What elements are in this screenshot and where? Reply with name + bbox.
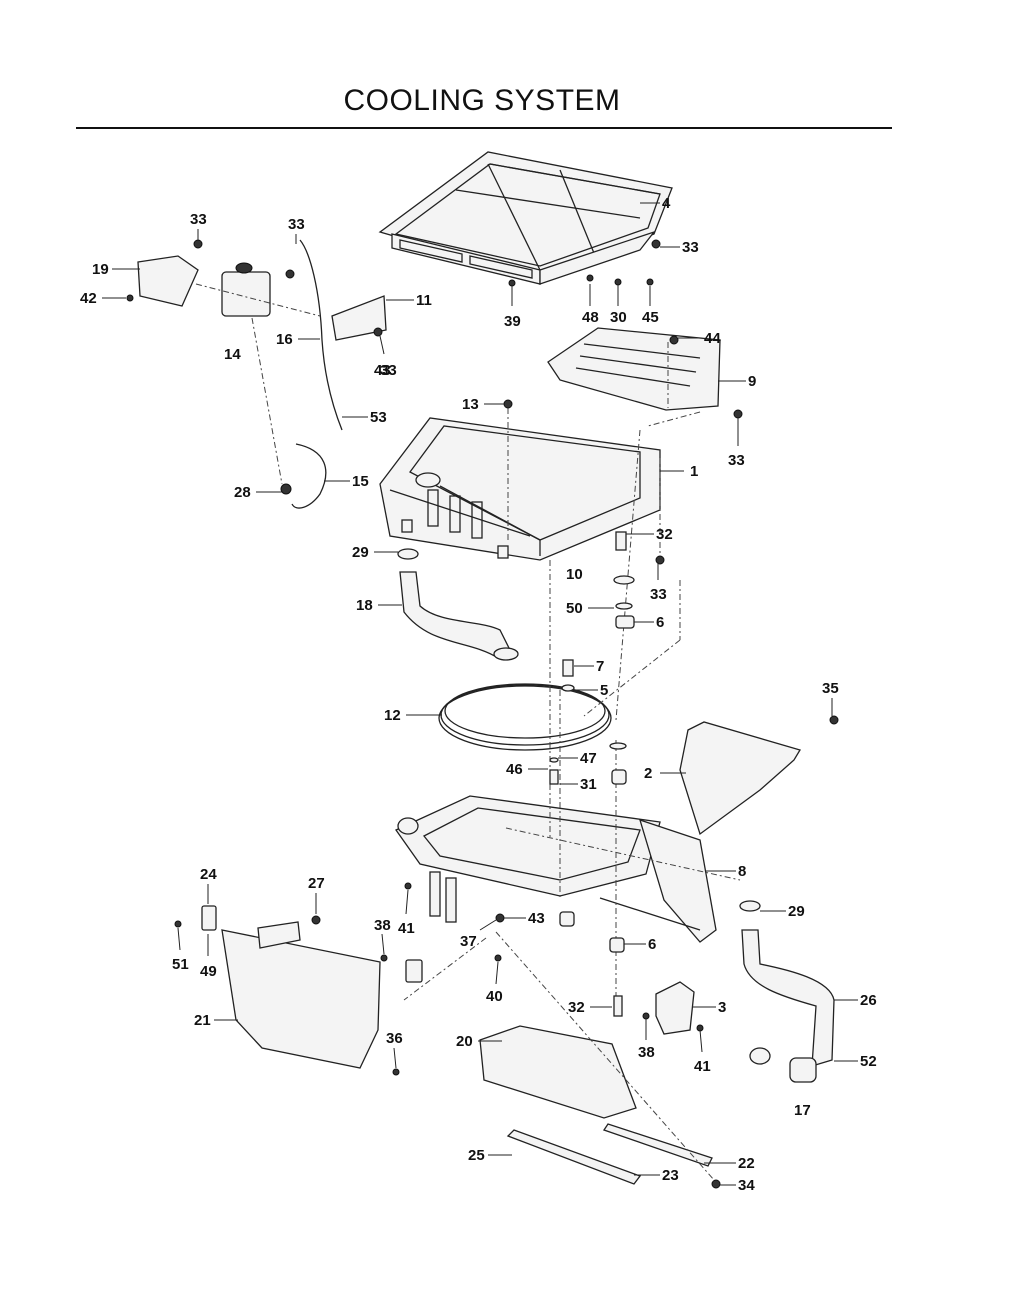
part-latch	[201, 905, 423, 983]
callout-label-19: 19	[92, 261, 109, 278]
part-hose-coupler	[789, 1057, 817, 1083]
leader-line-37	[479, 919, 497, 931]
leader-line-38	[381, 933, 385, 955]
callout-label-46: 46	[506, 761, 523, 778]
part-plate	[331, 295, 387, 341]
callout-label-49: 49	[200, 963, 217, 980]
leader-line-40	[495, 961, 499, 985]
callout-label-30: 30	[610, 309, 627, 326]
callout-label-6-2: 6	[648, 936, 656, 953]
part-radiator-hose	[741, 929, 835, 1067]
callout-label-1: 1	[690, 463, 698, 480]
callout-label-27: 27	[308, 875, 325, 892]
callout-label-16: 16	[276, 331, 293, 348]
leader-line-51	[177, 927, 181, 951]
callout-label-40: 40	[486, 988, 503, 1005]
callout-label-5: 5	[600, 682, 608, 699]
callout-label-6: 6	[656, 614, 664, 631]
callout-label-18: 18	[356, 597, 373, 614]
callout-label-13: 13	[462, 396, 479, 413]
callout-label-32-2: 32	[568, 999, 585, 1016]
leader-line-41	[405, 889, 409, 915]
callout-label-41-2: 41	[694, 1058, 711, 1075]
callout-label-37: 37	[460, 933, 477, 950]
callout-label-29: 29	[352, 544, 369, 561]
part-radiator	[379, 417, 661, 561]
callout-label-25: 25	[468, 1147, 485, 1164]
callout-label-15: 15	[352, 473, 369, 490]
callout-label-8: 8	[738, 863, 746, 880]
callout-label-39: 39	[504, 313, 521, 330]
callout-label-36: 36	[386, 1030, 403, 1047]
part-fan-shroud	[438, 683, 612, 751]
callout-label-14: 14	[224, 346, 241, 363]
callout-label-3: 3	[718, 999, 726, 1016]
part-overflow-hose	[299, 239, 343, 431]
part-mount-bracket	[547, 327, 721, 411]
callout-label-45: 45	[642, 309, 659, 326]
part-tank-bracket	[137, 255, 199, 307]
callout-label-48: 48	[582, 309, 599, 326]
callout-label-43-2: 43	[528, 910, 545, 927]
callout-label-33-6: 33	[380, 362, 397, 379]
callout-label-43: 43	[374, 362, 391, 379]
part-coolant-tank	[221, 262, 271, 317]
callout-label-7: 7	[596, 658, 604, 675]
part-frame	[395, 795, 717, 943]
callout-label-47: 47	[580, 750, 597, 767]
callout-label-33-3: 33	[682, 239, 699, 256]
callout-label-34: 34	[738, 1177, 755, 1194]
callout-label-11: 11	[416, 292, 432, 309]
callout-label-33-4: 33	[728, 452, 745, 469]
callout-label-52: 52	[860, 1053, 877, 1070]
callout-label-4: 4	[662, 195, 671, 212]
callout-label-31: 31	[580, 776, 597, 793]
callout-label-44: 44	[704, 330, 721, 347]
title-rule	[76, 127, 892, 129]
callout-label-42: 42	[80, 290, 97, 307]
callout-label-10: 10	[566, 566, 583, 583]
leader-line-41-2	[699, 1029, 703, 1053]
leader-line-33-6	[379, 335, 385, 355]
callout-label-2: 2	[644, 765, 652, 782]
leader-line-36	[393, 1047, 397, 1069]
callout-label-29-2: 29	[788, 903, 805, 920]
callout-label-53: 53	[370, 409, 387, 426]
callout-label-33: 33	[190, 211, 207, 228]
part-hose	[291, 443, 327, 509]
callout-label-9: 9	[748, 373, 756, 390]
part-top-screen	[378, 151, 673, 285]
part-side-shield	[679, 721, 801, 836]
callout-label-50: 50	[566, 600, 583, 617]
callout-label-22: 22	[738, 1155, 755, 1172]
callout-label-24: 24	[200, 866, 217, 883]
callout-layer: 1234566789101112131415161718192021222324…	[80, 195, 877, 1194]
part-side-panel	[221, 921, 381, 1069]
callout-label-21: 21	[194, 1012, 211, 1029]
callout-label-26: 26	[860, 992, 877, 1009]
callout-label-20: 20	[456, 1033, 473, 1050]
callout-label-23: 23	[662, 1167, 679, 1184]
callout-label-41: 41	[398, 920, 415, 937]
part-module-box	[655, 981, 695, 1035]
callout-label-35: 35	[822, 680, 839, 697]
callout-label-28: 28	[234, 484, 251, 501]
callout-label-51: 51	[172, 956, 189, 973]
page-title: COOLING SYSTEM	[343, 84, 621, 117]
callout-label-12: 12	[384, 707, 401, 724]
part-lower-hose	[399, 571, 511, 659]
callout-label-17: 17	[794, 1102, 811, 1119]
part-bottom-plate	[479, 1025, 637, 1119]
callout-label-33-2: 33	[288, 216, 305, 233]
callout-label-32: 32	[656, 526, 673, 543]
callout-label-38-2: 38	[638, 1044, 655, 1061]
callout-label-33-5: 33	[650, 586, 667, 603]
part-strips	[506, 1123, 713, 1185]
callout-label-38: 38	[374, 917, 391, 934]
